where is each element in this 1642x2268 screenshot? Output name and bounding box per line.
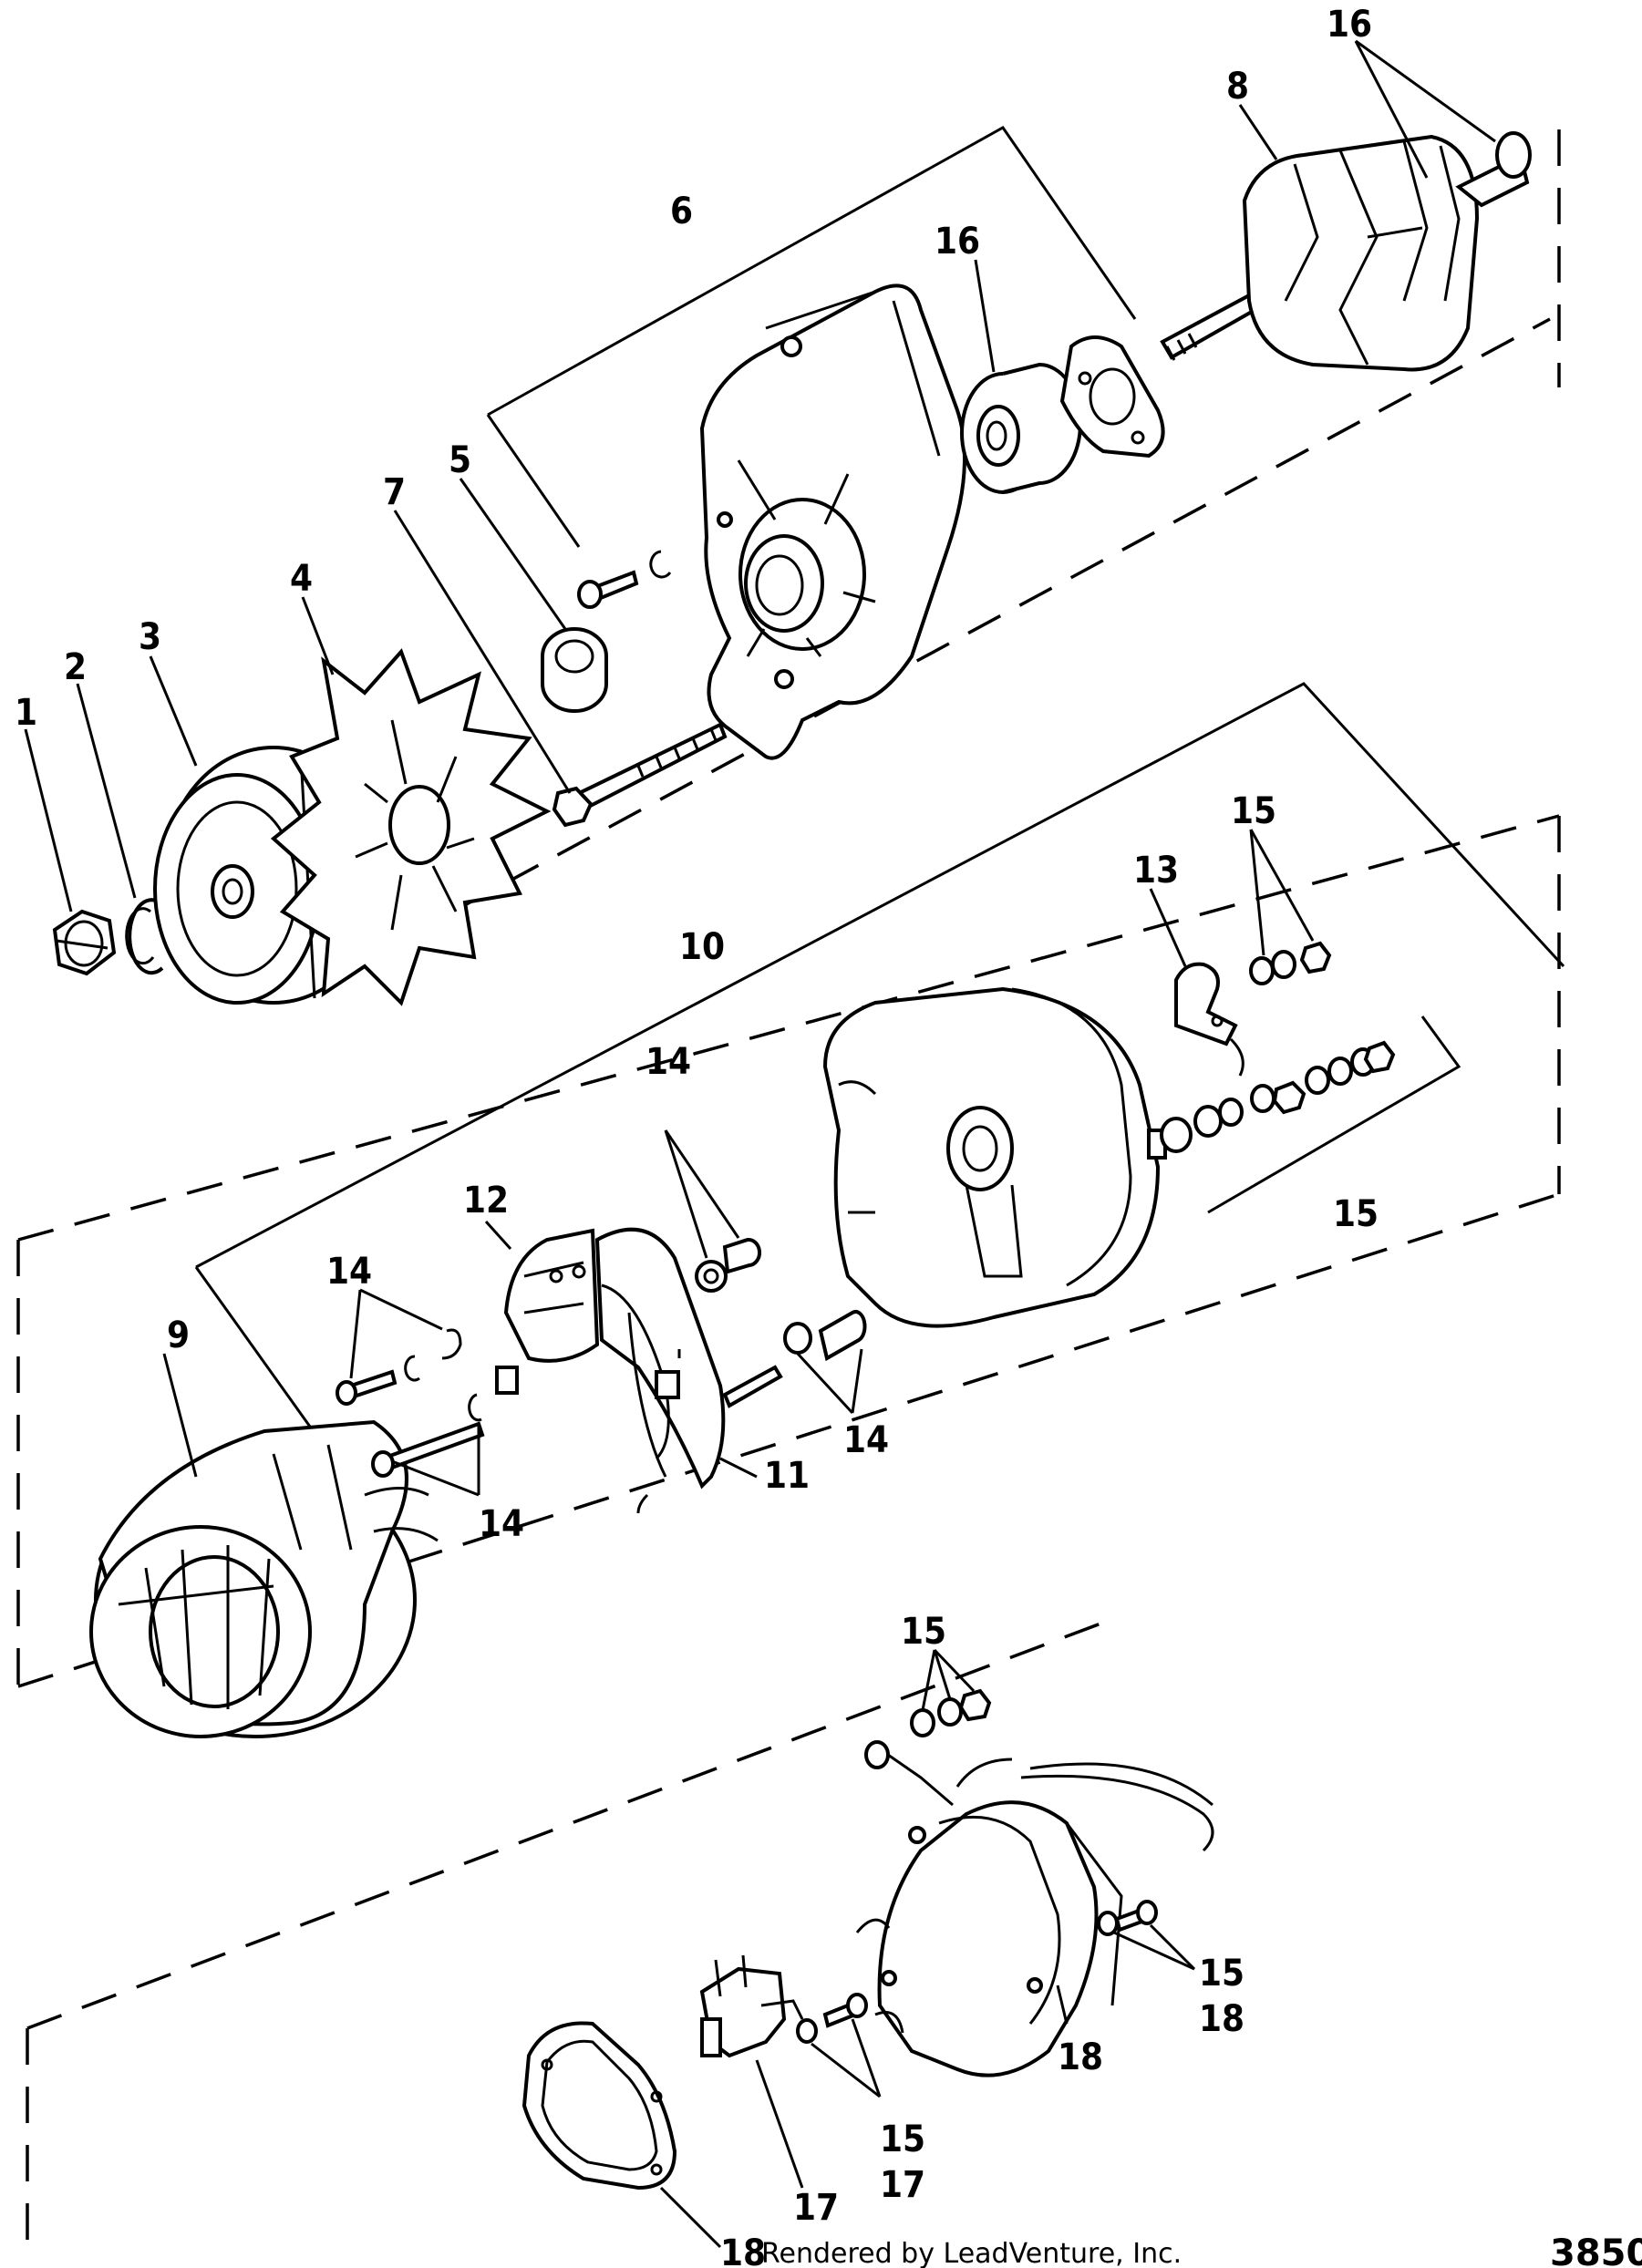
- callout-13: 13: [1133, 850, 1179, 892]
- bracket-6: [487, 126, 1137, 417]
- callout-12: 12: [463, 1180, 509, 1222]
- leader-2: [76, 683, 137, 899]
- leader-11: [719, 1457, 758, 1479]
- leader-15-lower-a: [921, 1649, 936, 1711]
- part-washers-15-upper: [1160, 941, 1396, 1153]
- callout-15-lower: 15: [901, 1611, 946, 1653]
- leader-1: [24, 728, 73, 912]
- leader-15-17-a: [811, 2042, 881, 2098]
- part-regulator-plate: [594, 1227, 726, 1514]
- callout-14-lower: 14: [479, 1503, 524, 1545]
- part-fan: [270, 648, 552, 1006]
- part-spacer: [541, 627, 608, 713]
- part-slip-ring-end-housing: [822, 986, 1167, 1328]
- leader-9: [162, 1353, 198, 1478]
- callout-2: 2: [64, 646, 87, 688]
- part-stator: [89, 1419, 439, 1738]
- part-drive-end-housing: [699, 284, 966, 760]
- callout-labels: 1 2 3 4 5 6 7 8 9 10 11 12 13 14 14 14 1…: [15, 4, 1379, 2268]
- callout-16-bearing: 16: [935, 221, 980, 263]
- callout-7: 7: [383, 471, 406, 513]
- part-housing-screw: [577, 550, 672, 609]
- bracket-15-right: [1207, 1015, 1461, 1214]
- document-number: 38501: [1550, 2232, 1642, 2268]
- callout-10: 10: [679, 926, 725, 968]
- part-terminal: [1174, 962, 1244, 1077]
- leader-14-b: [664, 1129, 740, 1239]
- leader-4: [301, 596, 335, 675]
- part-gasket: [522, 2021, 677, 2191]
- leader-14-a: [664, 1129, 708, 1259]
- leader-13: [1149, 888, 1187, 967]
- leader-15-b: [1249, 829, 1315, 942]
- callout-15-top: 15: [1231, 790, 1276, 832]
- part-snap-ring: [125, 898, 164, 975]
- callout-14-right: 14: [843, 1419, 889, 1461]
- leader-lines: [24, 39, 1496, 2249]
- part-retainer-plate: [1059, 335, 1165, 459]
- dashed-boundary-bottom: [26, 1621, 1104, 2030]
- part-rear-cover: [855, 1740, 1214, 2077]
- bracket-6-left: [486, 414, 581, 548]
- callout-18-cover: 18: [1058, 2036, 1103, 2078]
- callout-11: 11: [764, 1455, 810, 1497]
- dashed-boundary-middle: [17, 814, 1560, 1242]
- callout-8: 8: [1226, 66, 1249, 108]
- leader-16-top-b: [1355, 39, 1496, 143]
- part-washers-15-lower: [796, 1688, 1158, 2044]
- leader-12: [484, 1220, 512, 1251]
- leader-18-gasket: [659, 2186, 722, 2249]
- leader-5: [459, 478, 567, 630]
- callout-14-left: 14: [326, 1251, 372, 1293]
- callout-18-right: 18: [1199, 1998, 1244, 2040]
- callout-16-top: 16: [1327, 4, 1372, 46]
- leader-16-top-a: [1354, 40, 1429, 179]
- callout-15-bottom: 15: [880, 2119, 925, 2160]
- part-screws-14: [336, 1237, 867, 1478]
- part-through-bolt: [552, 722, 728, 828]
- leader-15-17-b: [851, 2018, 882, 2098]
- leader-8: [1238, 104, 1278, 160]
- leader-14-h: [851, 1348, 863, 1414]
- part-bearing: [960, 362, 1082, 494]
- leader-14-e: [391, 1459, 480, 1497]
- callout-17-bottom: 17: [880, 2164, 925, 2206]
- leader-15-right-a: [1149, 1923, 1196, 1971]
- part-rectifier-bridge: [495, 1228, 600, 1395]
- footer-credit: Rendered by LeadVenture, Inc.: [761, 2238, 1182, 2268]
- leader-16-bearing: [974, 259, 996, 373]
- part-brush-holder: [699, 1954, 804, 2058]
- leader-18-cover: [1056, 1984, 1069, 2025]
- leader-15-right-b: [1113, 1931, 1195, 1971]
- callout-6: 6: [670, 191, 693, 232]
- callout-15-bracket: 15: [1333, 1193, 1379, 1235]
- leader-14-g: [796, 1352, 854, 1415]
- leader-14-c: [349, 1289, 362, 1379]
- callout-1: 1: [15, 692, 37, 734]
- callout-18-gasket: 18: [720, 2232, 766, 2268]
- callout-15-right: 15: [1199, 1953, 1244, 1995]
- leader-7: [393, 510, 572, 794]
- callout-14-upper: 14: [645, 1041, 691, 1083]
- bracket-10: [195, 682, 1565, 1269]
- part-nut: [52, 909, 117, 976]
- callout-9: 9: [167, 1314, 190, 1356]
- leader-17: [755, 2059, 804, 2189]
- callout-5: 5: [449, 439, 471, 481]
- callout-3: 3: [139, 616, 161, 658]
- leader-3: [149, 655, 198, 767]
- part-rotor: [1160, 131, 1532, 372]
- callout-17: 17: [793, 2187, 839, 2229]
- leader-14-d: [359, 1288, 443, 1331]
- callout-4: 4: [290, 558, 313, 600]
- leader-15-a: [1249, 829, 1265, 956]
